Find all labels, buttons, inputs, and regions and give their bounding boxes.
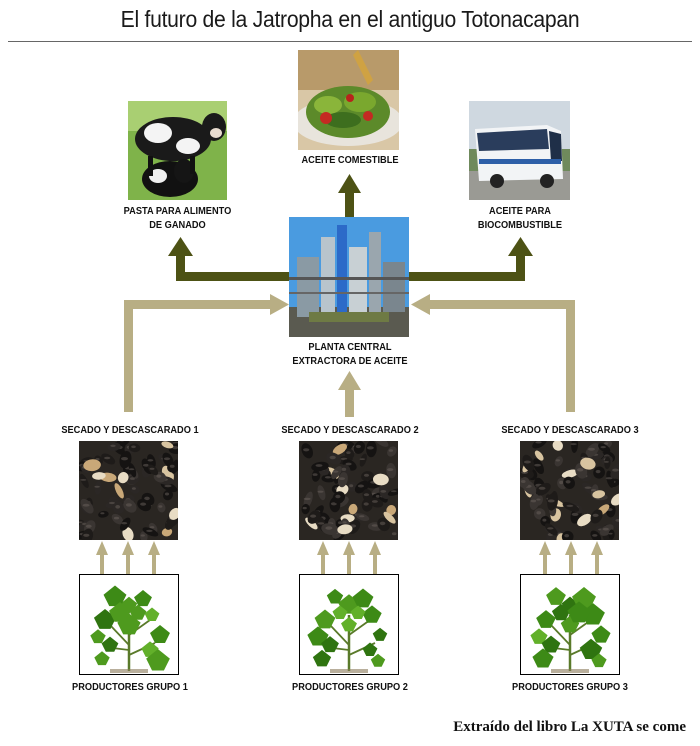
label-planta-line2: EXTRACTORA DE ACEITE [292, 355, 408, 367]
arrow-group2-head [338, 371, 361, 390]
page-title: El futuro de la Jatropha en el antiguo T… [120, 6, 580, 32]
arrow-to-bio-v [516, 252, 525, 281]
seeds-photo-3 [520, 441, 619, 540]
producer-plant-photo-3 [520, 574, 620, 675]
label-productores-3: PRODUCTORES GRUPO 3 [512, 681, 628, 693]
label-secado-2: SECADO Y DESCASCARADO 2 [281, 424, 419, 436]
arrow-group3-h [428, 300, 575, 309]
arrow-group1-head [270, 294, 289, 315]
arrow-group1-h [124, 300, 272, 309]
label-productores-1: PRODUCTORES GRUPO 1 [72, 681, 188, 693]
arrow-to-pasta-h [176, 272, 290, 281]
small-arrows-1 [96, 541, 160, 574]
plant-photo [289, 217, 409, 337]
output-arrows [168, 174, 533, 281]
arrow-to-pasta-v [176, 252, 185, 281]
arrow-to-aceite-head [338, 174, 361, 193]
label-pasta-line1: PASTA PARA ALIMENTO [123, 205, 232, 217]
producer-plant-photo-1 [79, 574, 179, 675]
producer-plant-photo-2 [299, 574, 399, 675]
seeds-photo-2 [299, 441, 398, 540]
label-secado-3: SECADO Y DESCASCARADO 3 [501, 424, 639, 436]
arrow-to-bio-h [408, 272, 525, 281]
arrow-group3-v [566, 300, 575, 412]
arrow-group1-v [124, 300, 133, 412]
label-aceite-comestible: ACEITE COMESTIBLE [301, 154, 399, 166]
label-pasta: PASTA PARA ALIMENTO DE GANADO [105, 204, 250, 232]
label-planta-line1: PLANTA CENTRAL [308, 341, 392, 353]
arrow-to-bio-head [508, 237, 533, 256]
bus-photo [469, 101, 570, 200]
label-planta: PLANTA CENTRAL EXTRACTORA DE ACEITE [280, 340, 421, 368]
arrow-to-pasta-head [168, 237, 193, 256]
title-divider [8, 41, 692, 42]
small-arrows-2 [317, 541, 381, 574]
source-credit: Extraído del libro La XUTA se come [453, 719, 686, 735]
label-secado-1: SECADO Y DESCASCARADO 1 [61, 424, 199, 436]
label-biocombustible: ACEITE PARA BIOCOMBUSTIBLE [454, 204, 586, 232]
small-arrows-3 [539, 541, 603, 574]
label-productores-2: PRODUCTORES GRUPO 2 [292, 681, 408, 693]
label-bio-line1: ACEITE PARA [489, 205, 551, 217]
seeds-photo-1 [79, 441, 178, 540]
arrow-to-aceite-shaft [345, 190, 354, 218]
input-arrows [96, 294, 603, 574]
cows-photo [128, 101, 227, 200]
label-pasta-line2: DE GANADO [149, 219, 206, 231]
arrow-group2-shaft [345, 385, 354, 417]
arrow-group3-head [411, 294, 430, 315]
label-bio-line2: BIOCOMBUSTIBLE [477, 219, 563, 231]
salad-photo [298, 50, 399, 150]
